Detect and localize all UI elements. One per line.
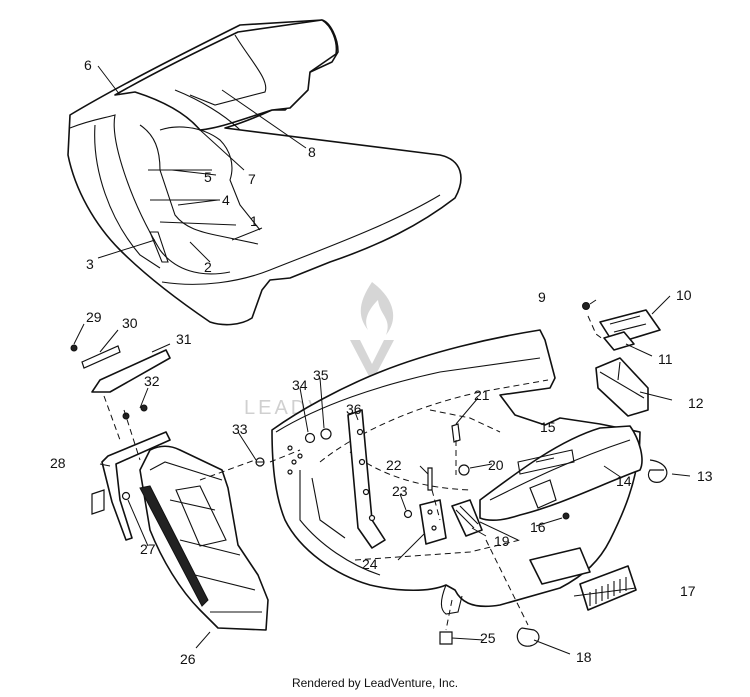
callout-32: 32 — [144, 373, 160, 389]
hinge-plate-19 — [451, 499, 483, 537]
callout-4: 4 — [222, 192, 230, 208]
callout-30: 30 — [122, 315, 138, 331]
backrest-panel — [114, 19, 338, 131]
callout-11: 11 — [658, 351, 673, 367]
v-logo — [350, 340, 394, 382]
pad-11 — [603, 331, 635, 351]
side-bracket — [101, 431, 171, 541]
callout-1: 1 — [250, 213, 258, 229]
callout-31: 31 — [176, 331, 192, 347]
callout-7: 7 — [248, 171, 256, 187]
seat-cushion — [139, 124, 259, 245]
callout-24: 24 — [362, 556, 378, 572]
callout-17: 17 — [680, 583, 696, 599]
callout-14: 14 — [616, 473, 632, 489]
callout-16: 16 — [530, 519, 546, 535]
left-side-panel-assembly — [70, 344, 269, 631]
pull-handle-13 — [647, 459, 668, 483]
callout-34: 34 — [292, 377, 308, 393]
grommet-35 — [320, 428, 332, 440]
panel-decal-strip — [139, 485, 209, 607]
tray-latch — [529, 479, 557, 509]
callout-2: 2 — [204, 259, 212, 275]
clip-20 — [458, 464, 470, 476]
bolt-22 — [427, 467, 433, 491]
callout-27: 27 — [140, 541, 156, 557]
seat-cover-assembly — [67, 19, 462, 326]
callout-20: 20 — [488, 457, 504, 473]
leader-lines — [73, 65, 691, 655]
callout-labels: 1 2 3 4 5 6 7 8 9 10 11 12 13 14 15 16 1… — [50, 57, 713, 667]
trim-strip — [81, 345, 121, 369]
callout-6: 6 — [84, 57, 92, 73]
cable-18 — [516, 627, 540, 647]
hardware — [255, 423, 540, 647]
bolt-16 — [562, 512, 570, 520]
callout-3: 3 — [86, 256, 94, 272]
callout-22: 22 — [386, 457, 402, 473]
box-assembly — [582, 302, 661, 417]
box-12 — [595, 357, 649, 417]
seat-front-lip — [161, 194, 441, 285]
callout-9: 9 — [538, 289, 546, 305]
render-credit: Rendered by LeadVenture, Inc. — [291, 676, 459, 690]
callout-23: 23 — [392, 483, 408, 499]
callout-12: 12 — [688, 395, 704, 411]
side-panel — [139, 445, 269, 631]
screw-32a — [122, 412, 130, 420]
main-body-shell — [271, 329, 641, 615]
grommet-34 — [304, 432, 316, 444]
washer-23 — [403, 509, 413, 519]
callout-26: 26 — [180, 651, 196, 667]
callout-36: 36 — [346, 401, 362, 417]
callout-10: 10 — [676, 287, 692, 303]
callout-8: 8 — [308, 144, 316, 160]
callout-29: 29 — [86, 309, 102, 325]
callout-5: 5 — [204, 169, 212, 185]
upper-tray-assembly — [479, 425, 668, 521]
flame-logo — [360, 282, 394, 335]
foam-pad — [149, 231, 169, 263]
screw-29 — [70, 344, 78, 352]
callout-13: 13 — [697, 468, 713, 484]
pin-21 — [451, 423, 461, 443]
screw-9 — [582, 302, 590, 310]
grille-opening — [529, 547, 591, 585]
callout-33: 33 — [232, 421, 248, 437]
callout-19: 19 — [494, 533, 510, 549]
center-bracket — [347, 409, 386, 549]
trim-piece — [91, 349, 171, 393]
hidden-edges — [319, 379, 549, 561]
foot-25 — [439, 631, 453, 645]
callout-28: 28 — [50, 455, 66, 471]
callout-21: 21 — [474, 387, 490, 403]
side-latch — [91, 489, 105, 515]
hinge-plate-24 — [419, 499, 447, 545]
screw-32b — [140, 404, 148, 412]
callout-25: 25 — [480, 630, 496, 646]
callout-18: 18 — [576, 649, 592, 665]
callout-15: 15 — [540, 419, 556, 435]
callout-35: 35 — [313, 367, 329, 383]
screw-27 — [121, 491, 131, 501]
